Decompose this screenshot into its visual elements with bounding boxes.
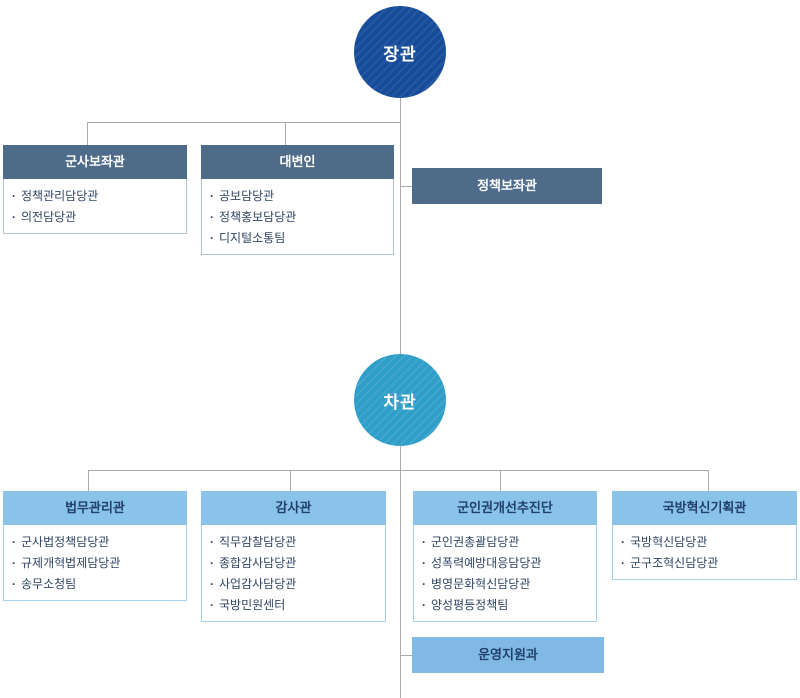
unit-item: 군사법정책담당관 [12,532,176,553]
connector-line [285,122,286,146]
vice-minister-label: 차관 [383,392,417,412]
unit-item-list: 정책관리담당관 의전담당관 [3,179,187,234]
unit-item-list: 직무감찰담당관 종합감사담당관 사업감사담당관 국방민원센터 [201,525,386,622]
unit-item: 의전담당관 [12,207,176,228]
unit-box-human-rights: 군인권개선추진단 군인권총괄담당관 성폭력예방대응담당관 병영문화혁신담당관 양… [413,491,597,622]
unit-item: 국방민원센터 [210,595,375,616]
connector-line [708,470,709,491]
unit-item: 송무소청팀 [12,574,176,595]
unit-item: 디지털소통팀 [210,228,383,249]
connector-line [400,655,412,656]
unit-item: 정책홍보담당관 [210,207,383,228]
connector-line [88,470,708,471]
unit-item: 사업감사담당관 [210,574,375,595]
unit-title: 운영지원과 [478,647,538,662]
unit-item-list: 국방혁신담당관 군구조혁신담당관 [612,525,797,580]
minister-circle: 장관 [354,6,446,98]
unit-item: 정책관리담당관 [12,186,176,207]
minister-label: 장관 [383,44,417,64]
connector-line [87,122,400,123]
connector-line [87,122,88,146]
connector-line [88,470,89,491]
unit-box-military-aide: 군사보좌관 정책관리담당관 의전담당관 [3,145,187,234]
unit-title: 군사보좌관 [3,145,187,179]
unit-item-list: 공보담당관 정책홍보담당관 디지털소통팀 [201,179,394,255]
connector-line [500,470,501,491]
unit-item: 공보담당관 [210,186,383,207]
vice-minister-circle: 차관 [354,354,446,446]
unit-title: 국방혁신기획관 [612,491,797,525]
unit-item: 병영문화혁신담당관 [422,574,586,595]
unit-item: 성폭력예방대응담당관 [422,553,586,574]
unit-item: 양성평등정책팀 [422,595,586,616]
unit-item: 규제개혁법제담당관 [12,553,176,574]
unit-item: 직무감찰담당관 [210,532,375,553]
unit-item: 군인권총괄담당관 [422,532,586,553]
unit-title: 감사관 [201,491,386,525]
unit-item-list: 군사법정책담당관 규제개혁법제담당관 송무소청팀 [3,525,187,601]
unit-item-list: 군인권총괄담당관 성폭력예방대응담당관 병영문화혁신담당관 양성평등정책팀 [413,525,597,622]
connector-line [290,470,291,491]
unit-box-spokesperson: 대변인 공보담당관 정책홍보담당관 디지털소통팀 [201,145,394,255]
unit-box-legal-affairs: 법무관리관 군사법정책담당관 규제개혁법제담당관 송무소청팀 [3,491,187,601]
unit-title: 법무관리관 [3,491,187,525]
unit-item: 종합감사담당관 [210,553,375,574]
connector-line [400,186,412,187]
unit-title: 정책보좌관 [477,178,537,193]
unit-item: 군구조혁신담당관 [621,553,786,574]
unit-box-policy-aide: 정책보좌관 [412,168,602,204]
unit-item: 국방혁신담당관 [621,532,786,553]
unit-title: 대변인 [201,145,394,179]
unit-title: 군인권개선추진단 [413,491,597,525]
unit-box-operations-support: 운영지원과 [412,637,604,673]
unit-box-audit: 감사관 직무감찰담당관 종합감사담당관 사업감사담당관 국방민원센터 [201,491,386,622]
unit-box-defense-innovation: 국방혁신기획관 국방혁신담당관 군구조혁신담당관 [612,491,797,580]
